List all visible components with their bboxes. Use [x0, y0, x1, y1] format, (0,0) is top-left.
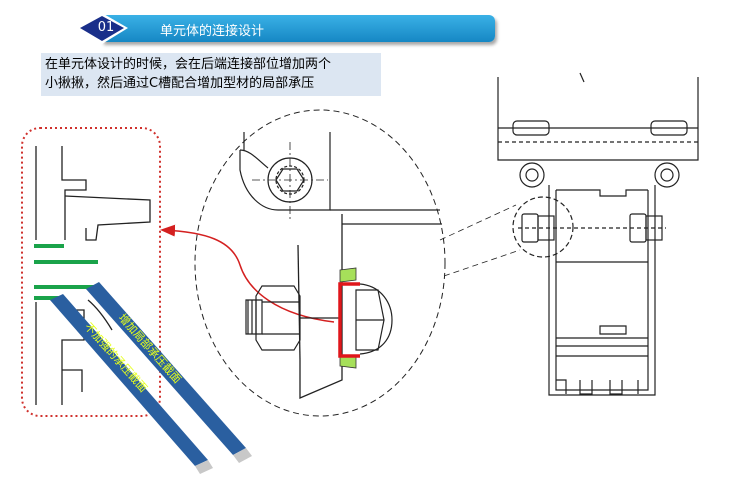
section-title: 单元体的连接设计 — [160, 24, 265, 39]
description-note: 在单元体设计的时候，会在后端连接部位增加两个 小揪揪，然后通过C槽配合增加型材的… — [41, 53, 381, 96]
leader-lines — [439, 204, 521, 277]
full-section-view — [497, 72, 699, 396]
section-number: 01 — [97, 20, 115, 35]
detail-upper-profile — [35, 146, 151, 241]
note-line-1: 在单元体设计的时候，会在后端连接部位增加两个 — [45, 57, 332, 72]
reference-arrow — [160, 224, 335, 323]
section-header: 单元体的连接设计 01 — [72, 12, 497, 45]
title-bar-background — [102, 15, 495, 42]
section-number-badge — [76, 13, 128, 44]
detail-green-marks — [34, 244, 98, 300]
note-line-2: 小揪揪，然后通过C槽配合增加型材的局部承压 — [45, 76, 315, 91]
magnified-view — [194, 109, 446, 417]
detail-frame — [21, 127, 161, 417]
